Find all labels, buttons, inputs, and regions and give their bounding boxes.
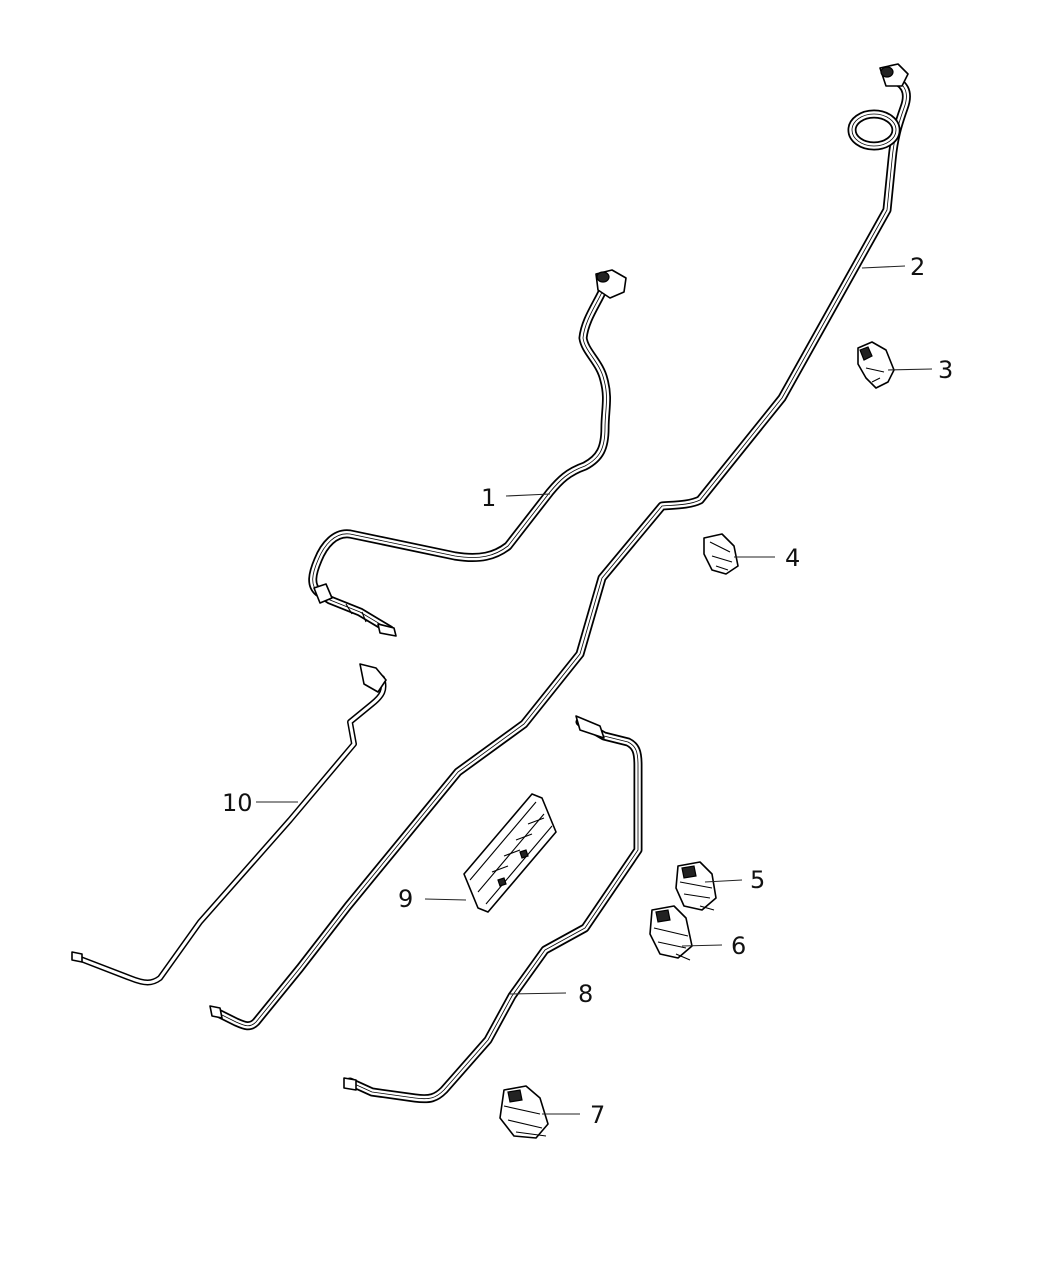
part-4-clip[interactable] bbox=[703, 533, 739, 575]
callout-7: 7 bbox=[590, 1101, 605, 1129]
callout-8: 8 bbox=[578, 980, 593, 1008]
leader-2 bbox=[861, 265, 906, 269]
part-7-clip[interactable] bbox=[499, 1085, 549, 1139]
callout-9: 9 bbox=[398, 885, 413, 913]
part-5-clip[interactable] bbox=[675, 861, 717, 911]
leader-1 bbox=[505, 493, 551, 497]
leader-lines bbox=[256, 265, 933, 1115]
callouts: 1 2 3 4 5 6 7 8 9 10 bbox=[222, 253, 953, 1129]
leader-3 bbox=[887, 368, 933, 371]
part-8-tube[interactable] bbox=[343, 715, 643, 1104]
leader-5 bbox=[704, 879, 743, 883]
part-6-clip[interactable] bbox=[649, 905, 693, 961]
part-1-tube[interactable] bbox=[308, 269, 627, 637]
part-2-tube[interactable] bbox=[209, 63, 911, 1031]
callout-5: 5 bbox=[750, 866, 765, 894]
part-9-retainer[interactable] bbox=[463, 793, 557, 913]
callout-10: 10 bbox=[222, 789, 253, 817]
leader-6 bbox=[681, 944, 723, 947]
callout-6: 6 bbox=[731, 932, 746, 960]
leader-8 bbox=[509, 992, 567, 995]
callout-1: 1 bbox=[481, 484, 496, 512]
part-3-bracket[interactable] bbox=[857, 341, 895, 389]
callout-3: 3 bbox=[938, 356, 953, 384]
part-10-tube[interactable] bbox=[71, 663, 387, 986]
callout-4: 4 bbox=[785, 544, 800, 572]
callout-2: 2 bbox=[910, 253, 925, 281]
leader-9 bbox=[424, 898, 467, 901]
